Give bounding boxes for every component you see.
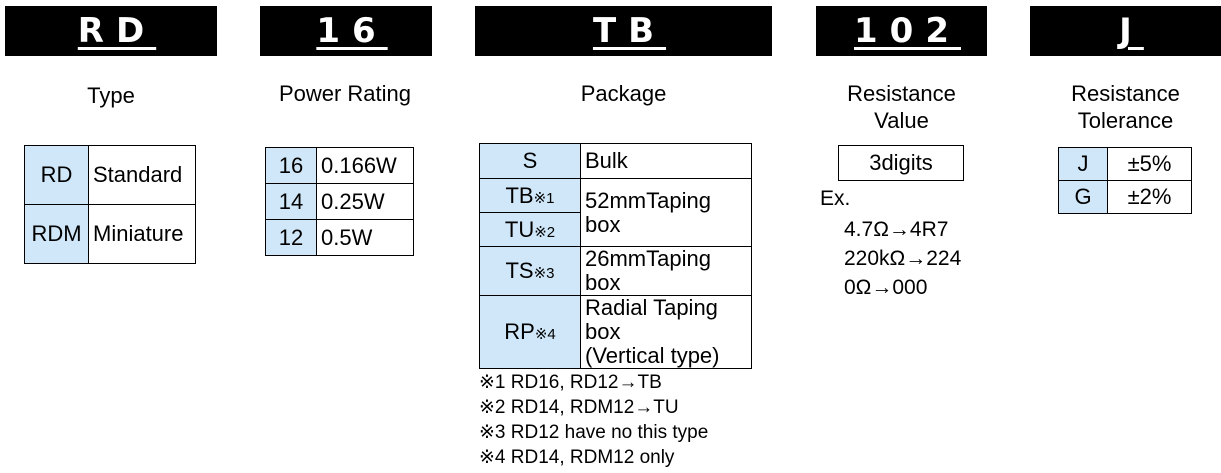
package-desc-line: box [585,211,621,237]
type-desc-cell: Miniature [88,204,196,264]
table-row: 14 0.25W [265,183,414,220]
table-row: J ±5% [1058,147,1192,181]
package-desc-cell: Bulk [580,143,752,179]
tolerance-heading-line1: Resistance [1071,81,1180,106]
package-heading: Package [580,81,667,106]
package-code-rp: RP [504,319,535,344]
package-code-bar: TB [475,6,772,56]
package-desc-line: (Vertical type) [585,343,720,368]
package-desc-line: 26mmTaping [585,246,711,271]
resistance-example: 0Ω→000 [844,276,928,299]
power-table: 16 0.166W 14 0.25W 12 0.5W [265,147,414,256]
package-code-cell: S [479,143,581,179]
package-desc-line: box [585,270,621,295]
table-row: TB※1 52mmTaping box [479,178,752,247]
table-row: 12 0.5W [265,219,414,256]
package-note-mark: ※2 [534,223,556,241]
package-note-mark: ※4 [534,326,556,343]
power-code-cell: 12 [265,219,317,256]
resistance-code: 102 [854,11,961,51]
type-code-bar: RD [5,6,217,56]
package-desc-line: box [585,319,621,344]
tolerance-desc-cell: ±2% [1107,180,1192,214]
package-code-cell: TB※1 [479,178,581,213]
package-code-cell: RP※4 [479,295,581,369]
table-row: RP※4 Radial Taping box (Vertical type) [479,295,752,369]
table-row: RDM Miniature [24,204,196,264]
tolerance-code-cell: J [1058,147,1108,181]
package-note: ※4 RD14, RDM12 only [479,447,675,468]
resistance-example: 4.7Ω→4R7 [844,218,949,241]
resistance-heading: Resistance Value [816,80,987,134]
power-heading: Power Rating [278,81,412,106]
resistance-example: 220kΩ→224 [844,247,962,270]
power-desc-cell: 0.25W [316,183,414,220]
package-code: TB [592,11,667,51]
power-desc-cell: 0.5W [316,219,414,256]
package-desc-line: 52mmTaping [585,187,711,213]
package-notes: ※1 RD16, RD12→TB ※2 RD14, RDM12→TU ※3 RD… [479,370,708,470]
package-table: S Bulk TB※1 52mmTaping box TU※2 TS※3 26m… [479,143,752,369]
power-code-bar: 16 [260,6,432,56]
resistance-heading-line2: Value [874,108,929,133]
type-code: RD [77,11,157,51]
type-code-cell: RDM [24,204,89,264]
tolerance-desc-cell: ±5% [1107,147,1192,181]
table-row: RD Standard [24,145,196,205]
package-desc-cell: Radial Taping box (Vertical type) [580,295,752,369]
power-desc-cell: 0.166W [316,147,414,184]
tolerance-heading-line2: Tolerance [1077,108,1174,133]
power-code-cell: 16 [265,147,317,184]
power-code-cell: 14 [265,183,317,220]
table-row: TS※3 26mmTaping box [479,246,752,296]
package-code-cell: TS※3 [479,246,581,296]
package-note: ※1 RD16, RD12→TB [479,372,662,393]
tolerance-heading: Resistance Tolerance [1030,80,1221,134]
type-code-cell: RD [24,145,89,205]
table-row: TU※2 [479,212,752,247]
table-row: S Bulk [479,143,752,179]
type-desc-cell: Standard [88,145,196,205]
package-code-ts: TS [505,258,534,283]
digits-box: 3digits [838,145,964,181]
resistance-code-bar: 102 [816,6,987,56]
package-code-tu: TU [504,216,535,242]
table-row: G ±2% [1058,180,1192,214]
table-row: 16 0.166W [265,147,414,184]
package-note-mark: ※3 [533,265,555,282]
package-desc-line: Radial Taping [585,295,718,320]
package-note-mark: ※1 [533,189,555,207]
package-code-tb: TB [505,182,534,208]
type-heading: Type [87,83,135,108]
package-desc-cell: 52mmTaping box [580,178,752,247]
package-code-cell: TU※2 [479,212,581,247]
tolerance-code-cell: G [1058,180,1108,214]
package-note: ※3 RD12 have no this type [479,422,709,443]
package-note: ※2 RD14, RDM12→TU [479,397,679,418]
power-code: 16 [316,11,388,51]
type-table: RD Standard RDM Miniature [24,145,196,264]
resistance-examples: 4.7Ω→4R7 220kΩ→224 0Ω→000 [844,215,961,302]
tolerance-code-bar: J [1030,6,1221,56]
resistance-heading-line1: Resistance [847,81,956,106]
tolerance-code: J [1119,11,1144,51]
package-desc-cell: 26mmTaping box [580,246,752,296]
tolerance-table: J ±5% G ±2% [1058,147,1192,214]
example-label: Ex. [820,187,851,210]
